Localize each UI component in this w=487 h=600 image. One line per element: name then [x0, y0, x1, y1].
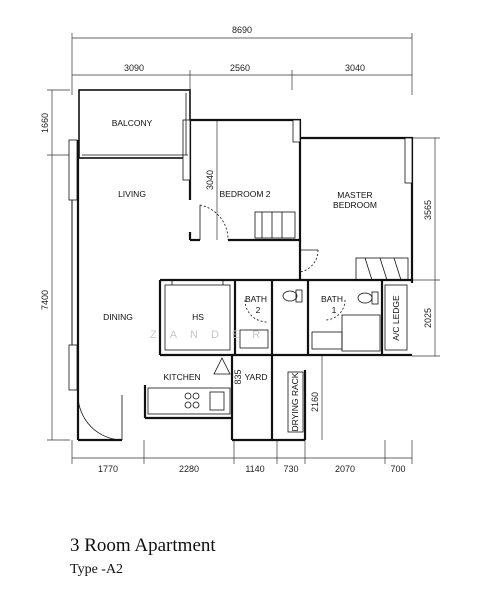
dimension-lines — [47, 33, 440, 464]
room-bath-2-num: 2 — [256, 305, 261, 315]
dim-bedroom2-depth: 3040 — [205, 170, 215, 190]
dim-bottom-3: 1140 — [245, 464, 264, 474]
walls — [71, 89, 414, 442]
room-kitchen: KITCHEN — [163, 372, 200, 382]
room-yard: YARD — [245, 372, 268, 382]
room-living: LIVING — [118, 189, 146, 199]
dim-kitchen-yard: 835 — [233, 369, 243, 384]
dim-right-1: 3565 — [423, 200, 433, 220]
room-master-line1: MASTER — [337, 190, 372, 200]
room-bedroom2: BEDROOM 2 — [219, 189, 270, 199]
room-balcony: BALCONY — [112, 118, 153, 128]
dim-left-2: 7400 — [40, 290, 50, 310]
dim-bottom-6: 700 — [390, 464, 405, 474]
room-bath-1: BATH — [321, 294, 343, 304]
dim-top-1: 3090 — [124, 63, 144, 73]
dim-drying-depth: 2160 — [310, 392, 320, 412]
room-ac-ledge: A/C LEDGE — [391, 295, 401, 341]
dim-bottom-1: 1770 — [98, 464, 118, 474]
room-hs: HS — [192, 312, 204, 322]
windows — [68, 119, 413, 391]
dim-right-2: 2025 — [423, 308, 433, 328]
room-dining: DINING — [103, 312, 133, 322]
dim-bottom-2: 2280 — [179, 464, 199, 474]
room-master-line2: BEDROOM — [333, 200, 377, 210]
dim-left-1: 1660 — [40, 113, 50, 133]
doors — [77, 204, 346, 441]
dim-overall-width: 8690 — [232, 25, 252, 35]
room-bath-1-num: 1 — [332, 305, 337, 315]
dim-bottom-5: 2070 — [335, 464, 355, 474]
room-bath-2: BATH — [245, 294, 267, 304]
plan-subtitle: Type -A2 — [70, 562, 124, 577]
balcony-rail — [82, 93, 188, 156]
plan-title: 3 Room Apartment — [70, 535, 216, 556]
dim-top-3: 3040 — [345, 63, 365, 73]
dim-top-2: 2560 — [230, 63, 250, 73]
dim-bottom-4: 730 — [283, 464, 298, 474]
watermark: ZANDER — [150, 329, 273, 341]
room-drying-rack: DRYING RACK — [290, 372, 300, 431]
fixtures — [147, 211, 409, 433]
